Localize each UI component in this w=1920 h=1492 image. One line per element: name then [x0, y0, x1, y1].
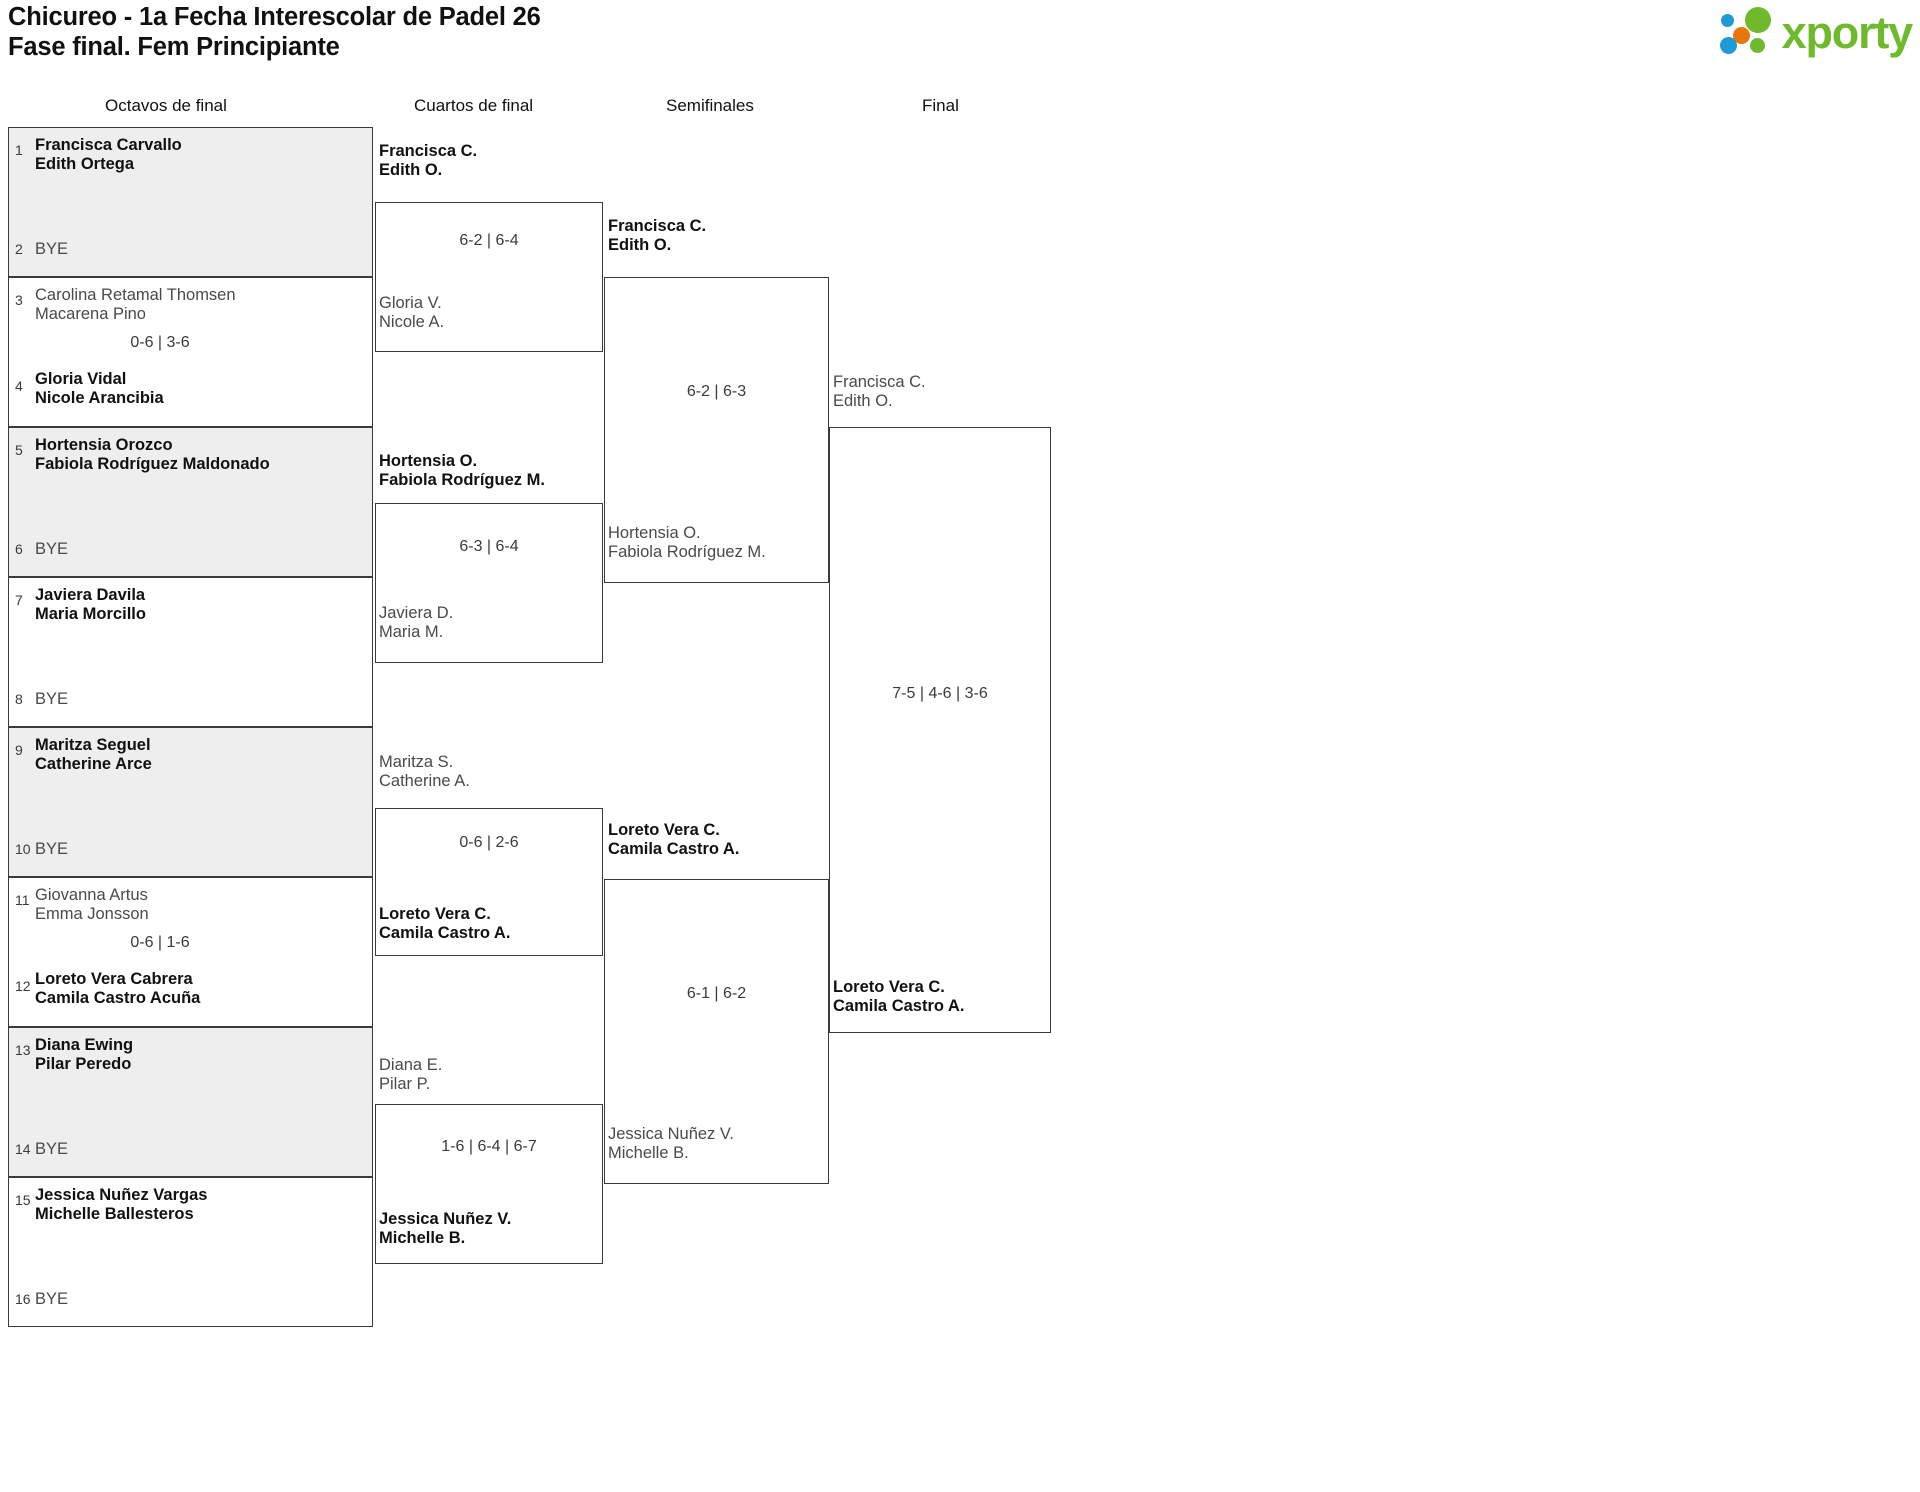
round4-team-bottom: Loreto Vera C. Camila Castro A.: [833, 978, 965, 1015]
round2-team-bottom: Loreto Vera C. Camila Castro A.: [379, 905, 511, 942]
seed-number: 14: [15, 1141, 31, 1157]
round-header-octavos: Octavos de final: [105, 96, 227, 115]
round2-team-bottom: Javiera D. Maria M.: [379, 604, 454, 641]
logo-wordmark: xporty: [1781, 6, 1914, 58]
round1-team-bottom: BYE: [35, 1290, 69, 1308]
round1-match-1[interactable]: 1 Francisca Carvallo Edith Ortega 2 BYE: [8, 127, 373, 277]
round1-team-bottom: BYE: [35, 240, 69, 258]
logo-dot-orange: [1732, 27, 1750, 44]
round1-score: 0-6 | 1-6: [130, 934, 190, 951]
round1-team-top: Diana Ewing Pilar Peredo: [35, 1036, 134, 1073]
round2-team-bottom: Jessica Nuñez V. Michelle B.: [379, 1210, 512, 1247]
title-line-1: Chicureo - 1a Fecha Interescolar de Pade…: [8, 3, 541, 31]
round1-match-7[interactable]: 13 Diana Ewing Pilar Peredo 14 BYE: [8, 1027, 373, 1177]
round3-score: 6-1 | 6-2: [686, 985, 747, 1002]
round2-team-top: Diana E. Pilar P.: [379, 1056, 443, 1093]
round1-team-top: Jessica Nuñez Vargas Michelle Ballestero…: [35, 1186, 208, 1223]
round2-team-top: Maritza S. Catherine A.: [379, 753, 470, 790]
seed-number: 1: [15, 142, 23, 158]
seed-number: 6: [15, 541, 23, 557]
seed-number: 2: [15, 241, 23, 257]
seed-number: 11: [15, 892, 30, 908]
round2-match-3[interactable]: [375, 808, 603, 956]
page-header: Chicureo - 1a Fecha Interescolar de Pade…: [0, 0, 1920, 70]
round1-team-bottom: BYE: [35, 840, 69, 858]
seed-number: 3: [15, 292, 23, 308]
round2-team-top: Francisca C. Edith O.: [379, 142, 478, 179]
round2-match-1[interactable]: [375, 202, 603, 352]
round3-match-1[interactable]: [604, 277, 829, 583]
page-title: Chicureo - 1a Fecha Interescolar de Pade…: [8, 2, 541, 62]
seed-number: 12: [15, 978, 31, 994]
seed-number: 9: [15, 742, 23, 758]
seed-number: 4: [15, 378, 23, 394]
round3-score: 6-2 | 6-3: [686, 383, 747, 400]
round3-team-bottom: Hortensia O. Fabiola Rodríguez M.: [608, 524, 766, 561]
round4-match-1[interactable]: [829, 427, 1051, 1033]
title-line-2: Fase final. Fem Principiante: [8, 33, 340, 61]
round1-team-bottom: Loreto Vera Cabrera Camila Castro Acuña: [35, 970, 201, 1007]
round4-team-top: Francisca C. Edith O.: [833, 373, 926, 410]
round1-match-8[interactable]: 15 Jessica Nuñez Vargas Michelle Ballest…: [8, 1177, 373, 1327]
round1-match-4[interactable]: 7 Javiera Davila Maria Morcillo 8 BYE: [8, 577, 373, 727]
round1-match-2[interactable]: 3 Carolina Retamal Thomsen Macarena Pino…: [8, 277, 373, 427]
seed-number: 15: [15, 1192, 31, 1208]
seed-number: 5: [15, 442, 23, 458]
round2-team-top: Hortensia O. Fabiola Rodríguez M.: [379, 452, 545, 489]
seed-number: 10: [15, 841, 31, 857]
xporty-dots-icon: [1719, 6, 1778, 58]
round1-team-top: Giovanna Artus Emma Jonsson: [35, 886, 149, 923]
round-header-cuartos: Cuartos de final: [414, 96, 534, 115]
round2-score: 6-3 | 6-4: [459, 538, 519, 555]
round2-score: 1-6 | 6-4 | 6-7: [441, 1138, 537, 1155]
round2-score: 0-6 | 2-6: [459, 834, 519, 851]
logo-dot-green-small: [1749, 38, 1765, 53]
seed-number: 16: [15, 1291, 31, 1307]
seed-number: 7: [15, 592, 23, 608]
round-header-final: Final: [922, 96, 959, 115]
round1-match-3[interactable]: 5 Hortensia Orozco Fabiola Rodríguez Mal…: [8, 427, 373, 577]
logo-dot-blue-bottom: [1719, 37, 1737, 54]
round3-team-top: Francisca C. Edith O.: [608, 217, 707, 254]
round1-team-top: Carolina Retamal Thomsen Macarena Pino: [35, 286, 236, 323]
logo-dot-green-large: [1744, 7, 1771, 33]
round2-score: 6-2 | 6-4: [459, 232, 519, 249]
round1-team-bottom: Gloria Vidal Nicole Arancibia: [35, 370, 164, 407]
xporty-logo[interactable]: xporty: [1719, 4, 1914, 60]
seed-number: 13: [15, 1042, 31, 1058]
round1-team-top: Hortensia Orozco Fabiola Rodríguez Maldo…: [35, 436, 270, 473]
round1-team-bottom: BYE: [35, 690, 69, 708]
seed-number: 8: [15, 691, 23, 707]
round1-match-5[interactable]: 9 Maritza Seguel Catherine Arce 10 BYE: [8, 727, 373, 877]
round1-team-top: Javiera Davila Maria Morcillo: [35, 586, 146, 623]
round1-team-bottom: BYE: [35, 1140, 69, 1158]
round3-match-2[interactable]: [604, 879, 829, 1184]
round2-match-2[interactable]: [375, 503, 603, 663]
round1-team-top: Francisca Carvallo Edith Ortega: [35, 136, 182, 173]
logo-dot-blue-top: [1720, 14, 1734, 27]
round2-team-bottom: Gloria V. Nicole A.: [379, 294, 445, 331]
round-header-semifinales: Semifinales: [666, 96, 754, 115]
round3-team-top: Loreto Vera C. Camila Castro A.: [608, 821, 740, 858]
round1-team-top: Maritza Seguel Catherine Arce: [35, 736, 152, 773]
round3-team-bottom: Jessica Nuñez V. Michelle B.: [608, 1125, 734, 1162]
round1-match-6[interactable]: 11 Giovanna Artus Emma Jonsson 0-6 | 1-6…: [8, 877, 373, 1027]
round2-match-4[interactable]: [375, 1104, 603, 1264]
round1-team-bottom: BYE: [35, 540, 69, 558]
round4-score: 7-5 | 4-6 | 3-6: [892, 685, 988, 702]
round1-score: 0-6 | 3-6: [130, 334, 190, 351]
